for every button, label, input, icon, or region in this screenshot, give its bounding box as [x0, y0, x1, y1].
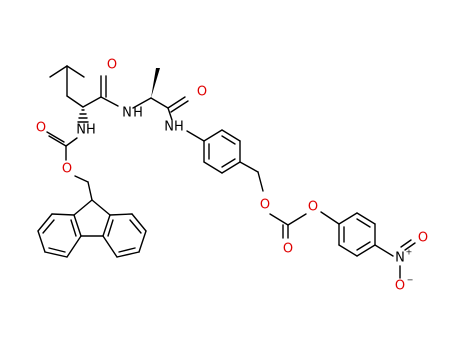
bond	[116, 251, 140, 258]
bond	[65, 137, 78, 147]
atom-label-nitro-n: N	[395, 251, 405, 266]
bond	[221, 129, 241, 142]
charge-minus: −	[407, 276, 414, 285]
bond	[338, 212, 358, 225]
bond	[132, 97, 152, 109]
atom-label-val-carbonyl-o: O	[107, 58, 117, 73]
atom-label-ala-n-h: H	[133, 106, 143, 121]
bond	[150, 97, 169, 109]
atom-label-aryl-o: O	[308, 200, 318, 215]
bond	[70, 219, 77, 237]
atom-label-ala-n: N	[122, 106, 132, 121]
atom-label-ester-o: O	[62, 162, 72, 177]
bond	[118, 247, 136, 253]
hashed-wedge-bond	[77, 109, 89, 123]
bond	[66, 95, 84, 108]
bond	[221, 135, 236, 145]
bond	[356, 218, 371, 228]
bond	[48, 247, 66, 253]
atom-label-carbamate-o: O	[36, 121, 46, 136]
bond	[221, 161, 241, 174]
bond	[49, 65, 68, 78]
bond	[82, 96, 102, 108]
bond	[102, 214, 111, 237]
bond	[37, 230, 46, 253]
atom-label-ala-carbonyl-o: O	[197, 85, 207, 100]
atom-label-layer: NH O N H O NH O O O O O N + O O −	[36, 58, 428, 294]
bond	[356, 244, 376, 257]
bond	[37, 213, 53, 232]
atom-label-anilide-nh: NH	[164, 120, 184, 135]
atom-label-nitro-o-top: O	[418, 231, 428, 246]
bond	[73, 214, 82, 237]
bond	[74, 175, 89, 183]
bond	[269, 213, 289, 226]
bond	[374, 244, 394, 257]
bond	[203, 129, 223, 142]
atom-label-nitro-o-bottom: O	[395, 279, 405, 294]
bond	[356, 241, 371, 251]
bond	[186, 130, 205, 142]
bond	[167, 107, 173, 121]
bond	[66, 65, 85, 78]
atom-label-val-nh: NH	[76, 123, 96, 138]
bond	[287, 213, 307, 226]
bond	[221, 158, 236, 168]
bond	[91, 199, 111, 216]
bond	[167, 96, 186, 109]
bond	[44, 251, 68, 258]
atom-label-benzyl-o: O	[260, 198, 270, 213]
bond	[107, 219, 114, 237]
bond	[102, 235, 118, 258]
bond	[129, 219, 142, 234]
bond	[73, 199, 93, 216]
bond	[87, 181, 93, 201]
atom-label-carbonate-o: O	[283, 242, 293, 257]
bond	[109, 213, 133, 216]
bond	[203, 161, 223, 174]
bond	[404, 242, 416, 251]
bond	[46, 131, 65, 143]
bond	[338, 244, 358, 257]
bond	[320, 211, 340, 225]
bond	[400, 239, 412, 248]
bond	[356, 212, 376, 225]
bond	[66, 235, 82, 258]
bond	[42, 219, 55, 234]
wedge-bond	[151, 68, 160, 98]
bond	[48, 135, 67, 147]
bond	[170, 100, 189, 113]
bond	[100, 96, 119, 107]
bond	[257, 171, 264, 192]
bond	[239, 161, 259, 173]
charge-plus: +	[406, 248, 413, 257]
bond	[131, 213, 147, 232]
bond-layer	[37, 65, 416, 279]
bond	[51, 213, 75, 216]
bond	[138, 230, 147, 253]
